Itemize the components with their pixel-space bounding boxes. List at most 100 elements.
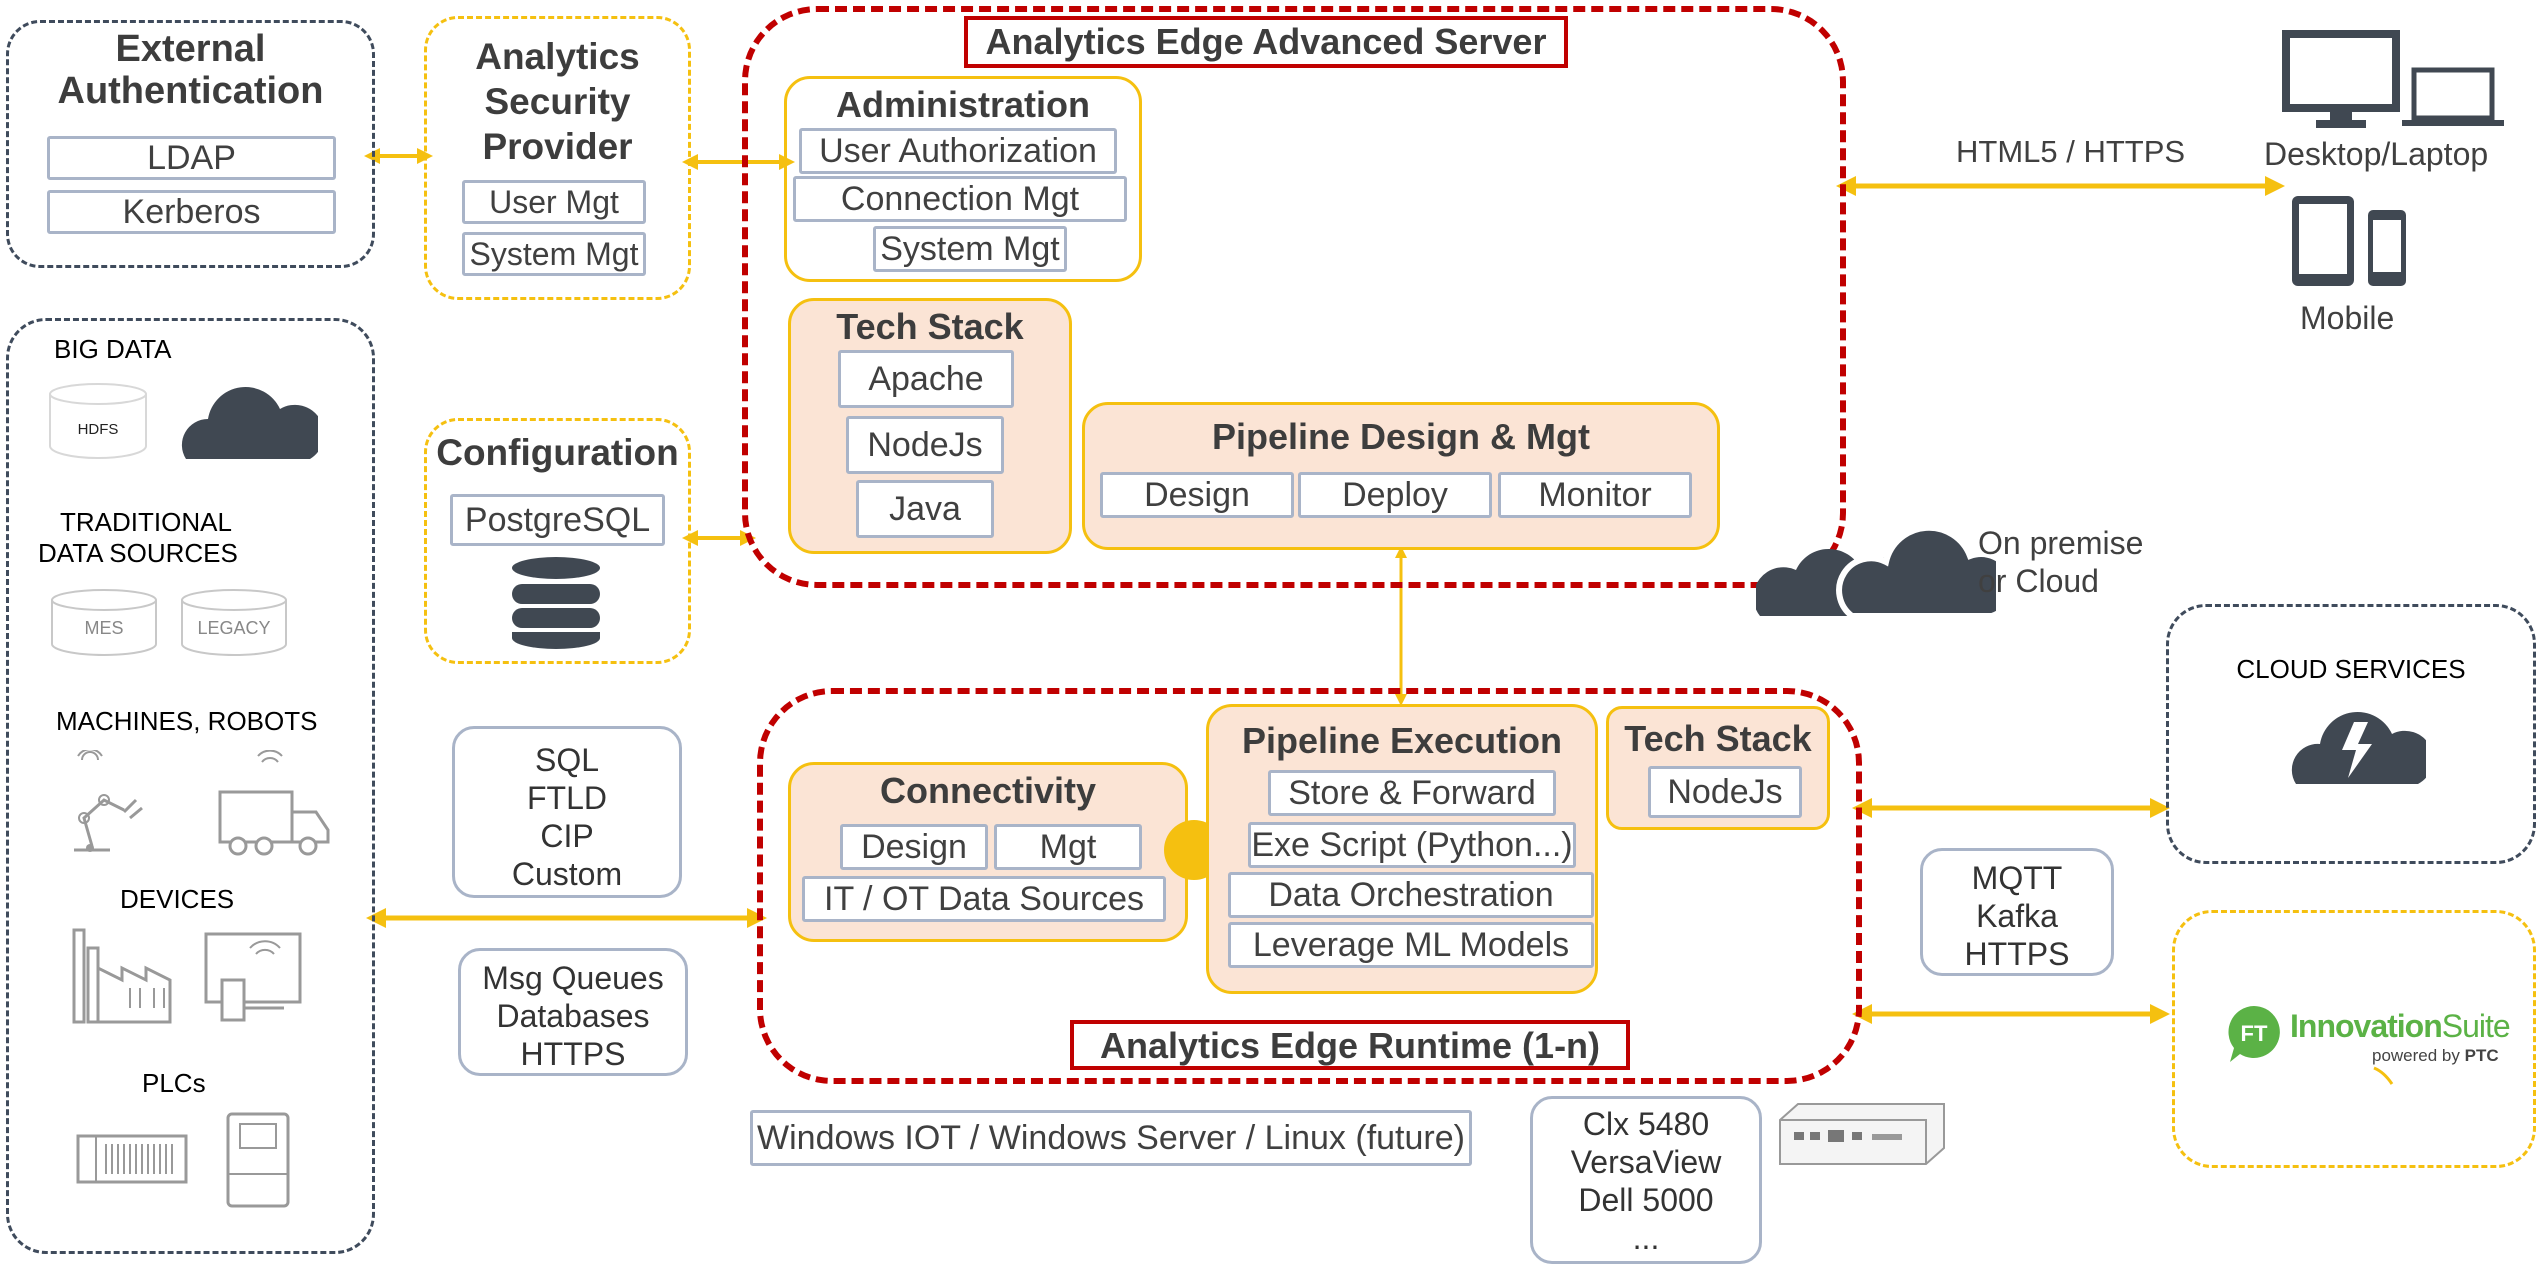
protocol-cip: CIP <box>540 818 594 854</box>
configuration-title: Configuration <box>436 432 679 473</box>
it-ot-sources-chip: IT / OT Data Sources <box>802 876 1166 922</box>
runtime-nodejs-chip: NodeJs <box>1648 766 1802 818</box>
hdfs-text: HDFS <box>78 421 119 438</box>
server-tech-stack-title: Tech Stack <box>836 306 1024 347</box>
hdfs-icon: HDFS <box>49 383 147 459</box>
mes-icon: MES <box>51 589 157 656</box>
innovation-suite-wordmark: InnovationSuite <box>2290 1008 2511 1045</box>
desktop-laptop-icon <box>2282 30 2504 128</box>
mobile-devices-icon <box>2292 196 2406 286</box>
database-icon <box>512 557 600 649</box>
security-provider-panel <box>424 16 691 300</box>
ml-models-chip: Leverage ML Models <box>1228 922 1594 968</box>
machines-label: MACHINES, ROBOTS <box>56 706 318 736</box>
devices-label: DEVICES <box>120 884 235 914</box>
traditional-label: TRADITIONAL <box>60 506 232 538</box>
protocol-ftld: FTLD <box>527 780 607 816</box>
powered-by-text: powered by <box>2372 1046 2460 1065</box>
apache-chip: Apache <box>838 350 1014 408</box>
external-authentication-panel <box>6 20 375 268</box>
big-data-label: BIG DATA <box>54 334 172 364</box>
protocols-right-box: MQTT Kafka HTTPS <box>1920 848 2114 976</box>
connectivity-mgt-chip: Mgt <box>994 824 1142 870</box>
runtime-panel <box>757 688 1862 1084</box>
industrial-pc-icon <box>1779 1103 1945 1165</box>
pipeline-deploy-chip: Deploy <box>1298 472 1492 518</box>
advanced-server-panel <box>742 6 1846 588</box>
traditional-line1: TRADITIONAL <box>60 507 232 537</box>
innovation-suite-panel <box>2172 910 2536 1168</box>
data-sources-panel <box>6 318 375 1254</box>
data-orchestration-chip: Data Orchestration <box>1228 872 1594 918</box>
legacy-text: LEGACY <box>197 618 270 638</box>
factory-icon <box>72 928 172 1024</box>
cloud-services-icon <box>2291 712 2426 784</box>
java-chip: Java <box>856 480 994 538</box>
server-system-mgt-chip: System Mgt <box>873 226 1067 272</box>
administration-title: Administration <box>835 84 1090 125</box>
traditional-line2: DATA SOURCES <box>38 538 238 568</box>
protocols-left-bottom-box: Msg Queues Databases HTTPS <box>458 948 688 1076</box>
mes-text: MES <box>84 618 123 638</box>
ptc-swoosh-icon <box>2373 1066 2394 1085</box>
html5-label: HTML5 / HTTPS <box>1956 134 2186 169</box>
ptc-text: PTC <box>2464 1046 2499 1065</box>
security-system-mgt-chip: System Mgt <box>462 232 646 276</box>
powered-by-label: powered by PTC <box>2372 1046 2499 1066</box>
protocol-https-left: HTTPS <box>520 1036 626 1072</box>
user-authorization-chip: User Authorization <box>799 128 1117 174</box>
protocols-left-top-box: SQL FTLD CIP Custom <box>452 726 682 898</box>
connectivity-title: Connectivity <box>879 770 1097 811</box>
protocol-databases: Databases <box>496 998 650 1034</box>
suite-text: Suite <box>2441 1008 2511 1044</box>
external-authentication-title: External Authentication <box>6 28 375 112</box>
ft-logo-icon: FT <box>2228 1006 2280 1062</box>
drive-icon <box>226 1112 290 1208</box>
robot-arm-icon <box>74 750 143 852</box>
pipeline-design-title: Pipeline Design & Mgt <box>1211 416 1591 457</box>
hardware-clx: Clx 5480 <box>1582 1106 1710 1142</box>
pipeline-design-chip: Design <box>1100 472 1294 518</box>
hmi-device-icon <box>204 932 302 1022</box>
exe-script-chip: Exe Script (Python...) <box>1248 822 1576 868</box>
ext-auth-title-line2: Authentication <box>57 70 324 112</box>
protocol-mqtt: MQTT <box>1971 860 2063 896</box>
mobile-label: Mobile <box>2300 300 2395 336</box>
server-nodejs-chip: NodeJs <box>846 416 1004 474</box>
plcs-label: PLCs <box>142 1068 206 1098</box>
legacy-icon: LEGACY <box>181 589 287 656</box>
security-provider-title: Analytics Security Provider <box>424 34 691 169</box>
connectivity-design-chip: Design <box>840 824 988 870</box>
security-title-line1: Analytics <box>475 36 640 77</box>
hardware-more: ... <box>1632 1220 1660 1256</box>
runtime-title: Analytics Edge Runtime (1-n) <box>1099 1025 1601 1066</box>
hardware-versaview: VersaView <box>1570 1144 1722 1180</box>
ldap-chip: LDAP <box>47 136 336 180</box>
os-chip: Windows IOT / Windows Server / Linux (fu… <box>750 1110 1472 1166</box>
on-premise-cloud-icon <box>1756 524 1996 616</box>
protocol-kafka: Kafka <box>1976 898 2058 934</box>
advanced-server-title: Analytics Edge Advanced Server <box>985 21 1547 62</box>
cloud-services-panel <box>2166 604 2536 864</box>
administration-box <box>784 76 1142 282</box>
desktop-label: Desktop/Laptop <box>2264 136 2489 172</box>
advanced-server-title-box <box>964 16 1568 68</box>
configuration-panel <box>424 418 691 664</box>
kerberos-chip: Kerberos <box>47 190 336 234</box>
hardware-dell: Dell 5000 <box>1578 1182 1714 1218</box>
cloud-icon <box>181 387 318 459</box>
truck-icon <box>218 750 330 856</box>
pipeline-execution-title: Pipeline Execution <box>1241 720 1563 761</box>
plc-rack-icon <box>76 1134 188 1184</box>
ext-auth-title-line1: External <box>115 28 266 70</box>
protocol-custom: Custom <box>511 856 623 892</box>
on-premise-line2: or Cloud <box>1978 563 2099 599</box>
store-forward-chip: Store & Forward <box>1268 770 1556 816</box>
cloud-services-label: CLOUD SERVICES <box>2236 654 2466 684</box>
protocol-https-right: HTTPS <box>1964 936 2070 972</box>
on-premise-line1: On premise <box>1978 525 2144 561</box>
ft-text: FT <box>2241 1021 2268 1046</box>
protocol-msg-queues: Msg Queues <box>482 960 664 996</box>
postgresql-chip: PostgreSQL <box>450 494 665 546</box>
